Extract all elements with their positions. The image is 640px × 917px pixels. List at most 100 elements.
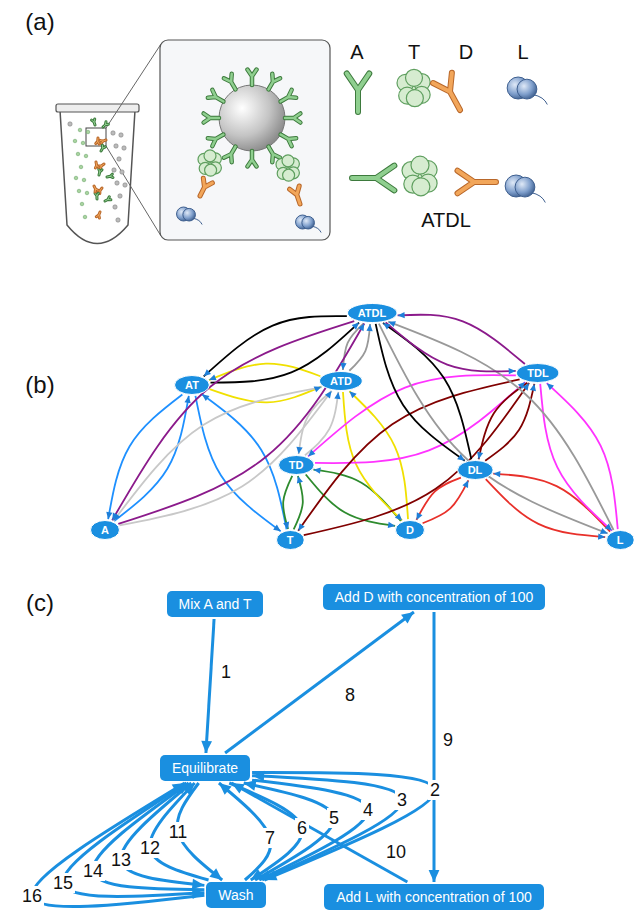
node-ellipse xyxy=(457,461,493,480)
antibody-outline xyxy=(285,113,300,122)
antibody-symbol xyxy=(224,74,236,90)
node-ellipse xyxy=(517,364,559,383)
target-protein xyxy=(205,164,217,176)
step-box: Equilibrate xyxy=(160,755,250,781)
zoom-line xyxy=(106,146,161,236)
node-text: Add L with concentration of 100 xyxy=(336,889,532,905)
arrow-head xyxy=(462,480,468,488)
arrow-head xyxy=(252,771,264,782)
molecule-label: T xyxy=(408,41,420,64)
arrow-head xyxy=(172,783,185,794)
antibody-symbol xyxy=(281,135,297,147)
antibody-outline xyxy=(457,171,496,194)
molecule-dot xyxy=(82,178,86,182)
step-number: 4 xyxy=(361,800,375,820)
step-number: 15 xyxy=(51,873,75,893)
arrow-head xyxy=(232,783,245,794)
reaction-connector xyxy=(114,387,322,521)
label-tail xyxy=(531,193,545,203)
arrow-head xyxy=(398,312,405,318)
antibody-outline xyxy=(92,119,95,125)
antibody-outline xyxy=(101,145,105,151)
antibody-outline xyxy=(433,73,460,110)
reaction-connector xyxy=(93,783,204,890)
antibody-symbol xyxy=(457,171,496,194)
molecule-dot xyxy=(83,215,87,219)
antibody-symbol xyxy=(107,174,113,177)
bead-dot xyxy=(115,181,119,185)
antibody-symbol xyxy=(285,113,300,122)
antibody-outline xyxy=(208,135,224,147)
target-protein xyxy=(406,90,423,107)
antibody-symbol xyxy=(100,140,106,144)
arrow-head xyxy=(477,452,483,460)
arrow-head xyxy=(366,324,372,331)
node-text: AT xyxy=(185,379,199,391)
bead-dot xyxy=(68,122,72,126)
arrow-head xyxy=(349,391,356,398)
antibody-symbol xyxy=(103,122,108,127)
antibody-outline xyxy=(290,186,300,204)
bead-dot xyxy=(114,144,118,148)
node-text: TDL xyxy=(527,367,548,379)
step-number: 6 xyxy=(295,818,309,838)
reaction-connector xyxy=(305,392,338,455)
antibody-symbol xyxy=(99,169,102,175)
bead-dot xyxy=(117,157,121,161)
arrow-head xyxy=(273,525,281,532)
bead-dot xyxy=(122,146,126,150)
arrow-head xyxy=(334,392,340,399)
reaction-connector xyxy=(379,324,608,534)
arrow-head xyxy=(313,468,320,474)
step-number: 2 xyxy=(428,780,442,800)
reaction-connector xyxy=(232,783,408,882)
arrow-head xyxy=(416,512,422,520)
target-protein xyxy=(282,155,294,167)
step-number: 16 xyxy=(20,886,44,906)
reaction-connector xyxy=(252,780,368,880)
arrow-head xyxy=(202,394,210,401)
species-node: ATDL xyxy=(347,303,398,323)
panel-label: (a) xyxy=(25,8,54,36)
arrow-head xyxy=(388,321,396,327)
step-box: Mix A and T xyxy=(167,591,264,617)
arrow-head xyxy=(352,323,359,330)
step-number: 7 xyxy=(263,828,277,848)
arrow-head xyxy=(605,524,612,531)
molecule-dot xyxy=(73,139,77,143)
antibody-symbol xyxy=(92,119,95,125)
species-node: L xyxy=(606,530,635,550)
molecule-label: ATDL xyxy=(421,209,471,232)
antibody-symbol xyxy=(95,162,98,168)
antibody-outline xyxy=(96,212,100,218)
species-node: AT xyxy=(174,375,210,395)
reaction-connector xyxy=(210,387,322,403)
antibody-outline xyxy=(208,90,224,102)
step-box: Add L with concentration of 100 xyxy=(324,884,544,910)
reaction-connector xyxy=(204,316,347,376)
molecule-dot xyxy=(85,191,89,195)
label-ball xyxy=(302,216,315,229)
step-number: 10 xyxy=(384,842,408,862)
antibody-outline xyxy=(99,169,102,175)
arrow-head xyxy=(401,612,414,624)
arrow-head xyxy=(547,383,554,390)
arrow-head xyxy=(314,387,322,393)
species-node: DL xyxy=(457,460,494,480)
arrow-head xyxy=(192,888,204,899)
step-number: 5 xyxy=(327,808,341,828)
arrow-head xyxy=(296,447,302,454)
species-node: A xyxy=(90,520,120,540)
node-text: T xyxy=(287,534,294,546)
reaction-connector xyxy=(63,783,204,896)
antibody-symbol xyxy=(281,90,297,102)
arrow-head xyxy=(600,528,608,534)
antibody-symbol xyxy=(269,74,281,90)
step-box: Add D with concentration of 100 xyxy=(323,584,545,610)
species-node: D xyxy=(395,520,425,540)
step-number: 11 xyxy=(167,822,190,842)
tube-contents xyxy=(68,119,127,222)
antibody-outline xyxy=(347,73,370,112)
arrow-head xyxy=(429,870,440,882)
node-ellipse xyxy=(278,456,314,475)
